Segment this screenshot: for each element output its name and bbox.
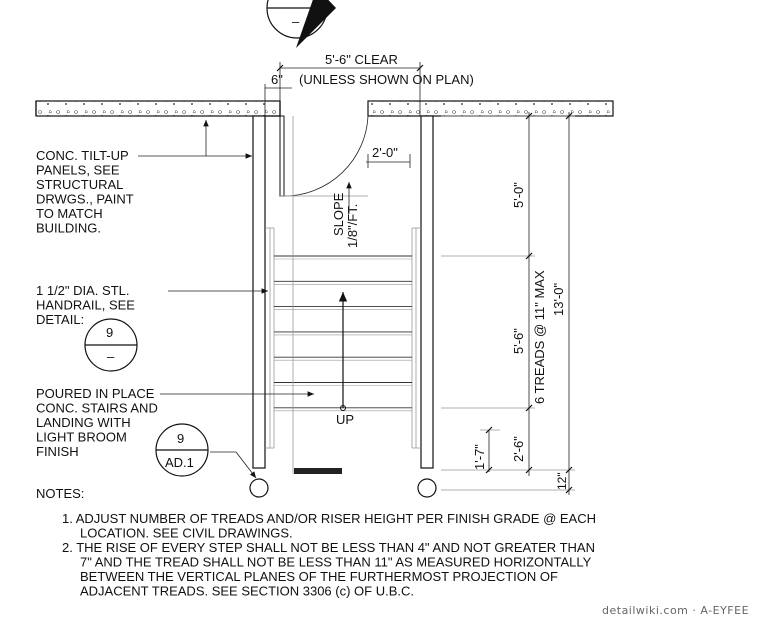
leaders <box>138 120 314 479</box>
detail-bubble-sheet: – <box>107 349 115 364</box>
treads-label: 6 TREADS @ 11" MAX <box>532 270 547 404</box>
six-inch-dim: 6" <box>271 72 283 87</box>
handrails <box>265 227 421 449</box>
slope-line2: 1/8"/FT. <box>345 204 360 248</box>
concrete-wall-panels <box>35 100 614 117</box>
callout-line: LIGHT BROOM <box>36 430 127 445</box>
callout-line: LANDING WITH <box>36 415 131 430</box>
callout-line: CONC. STAIRS AND <box>36 401 158 416</box>
note-line: 2. THE RISE OF EVERY STEP SHALL NOT BE L… <box>62 540 595 555</box>
notes: NOTES: 1. ADJUST NUMBER OF TREADS AND/OR… <box>36 486 596 599</box>
callout-line: FINISH <box>36 444 79 459</box>
clear-dim-note: (UNLESS SHOWN ON PLAN) <box>299 72 474 87</box>
slope-annotation: SLOPE 1/8"/FT. <box>331 182 360 248</box>
section-bubble-sheet: AD.1 <box>165 455 194 470</box>
detail-bubble-number: 9 <box>106 325 113 340</box>
section-bubble: 9 AD.1 <box>155 423 209 477</box>
callout-line: BUILDING. <box>36 221 101 236</box>
clear-dimension: 5'-6" CLEAR (UNLESS SHOWN ON PLAN) 6" <box>264 52 474 116</box>
up-label: UP <box>336 412 354 427</box>
section-bubble-number: 9 <box>177 431 184 446</box>
callout-line: TO MATCH <box>36 206 103 221</box>
callout-line: PANELS, SEE <box>36 163 120 178</box>
two-foot-dimension: 2'-0" <box>366 145 411 168</box>
watermark: detailwiki.com · A-EYFEE <box>602 604 749 617</box>
note-line: 7" AND THE TREAD SHALL NOT BE LESS THAN … <box>80 555 592 570</box>
two-ft-label: 2'-0" <box>372 145 398 160</box>
two-six-label: 2'-6" <box>511 436 526 462</box>
callout-line: DETAIL: <box>36 312 84 327</box>
callout-line: POURED IN PLACE <box>36 386 155 401</box>
bottom-nosing <box>294 468 342 474</box>
column-marker-right <box>417 478 437 498</box>
note-line: ADJACENT TREADS. SEE SECTION 3306 (c) OF… <box>80 584 414 599</box>
top-bubble-sheet: – <box>292 14 300 29</box>
twelve-label: 12" <box>555 472 569 490</box>
side-walls <box>252 101 434 469</box>
callout-line: 1 1/2" DIA. STL. <box>36 283 130 298</box>
clear-dim-label: 5'-6" CLEAR <box>325 52 398 67</box>
top-section-bubble: – <box>266 0 336 48</box>
right-dimensions: 5'-0" 5'-6" 6 TREADS @ 11" MAX 13'-0" 2'… <box>441 112 575 495</box>
five-six-label: 5'-6" <box>511 328 526 354</box>
note-line: LOCATION. SEE CIVIL DRAWINGS. <box>80 526 293 541</box>
column-marker-left <box>249 478 269 498</box>
notes-title: NOTES: <box>36 486 84 501</box>
callout-line: STRUCTURAL <box>36 177 123 192</box>
thirteen-label: 13'-0" <box>551 282 566 316</box>
up-arrow: UP <box>336 292 354 427</box>
door-swing <box>279 115 369 197</box>
note-line: 1. ADJUST NUMBER OF TREADS AND/OR RISER … <box>62 511 596 526</box>
callout-line: HANDRAIL, SEE <box>36 298 135 313</box>
slope-line1: SLOPE <box>331 192 346 236</box>
callout-line: DRWGS., PAINT <box>36 192 134 207</box>
one-seven-label: 1'-7" <box>472 444 487 470</box>
callout-line: CONC. TILT-UP <box>36 148 129 163</box>
five-ft-label: 5'-0" <box>511 182 526 208</box>
detail-bubble: 9 – <box>84 318 138 372</box>
note-line: BETWEEN THE VERTICAL PLANES OF THE FURTH… <box>80 569 558 584</box>
